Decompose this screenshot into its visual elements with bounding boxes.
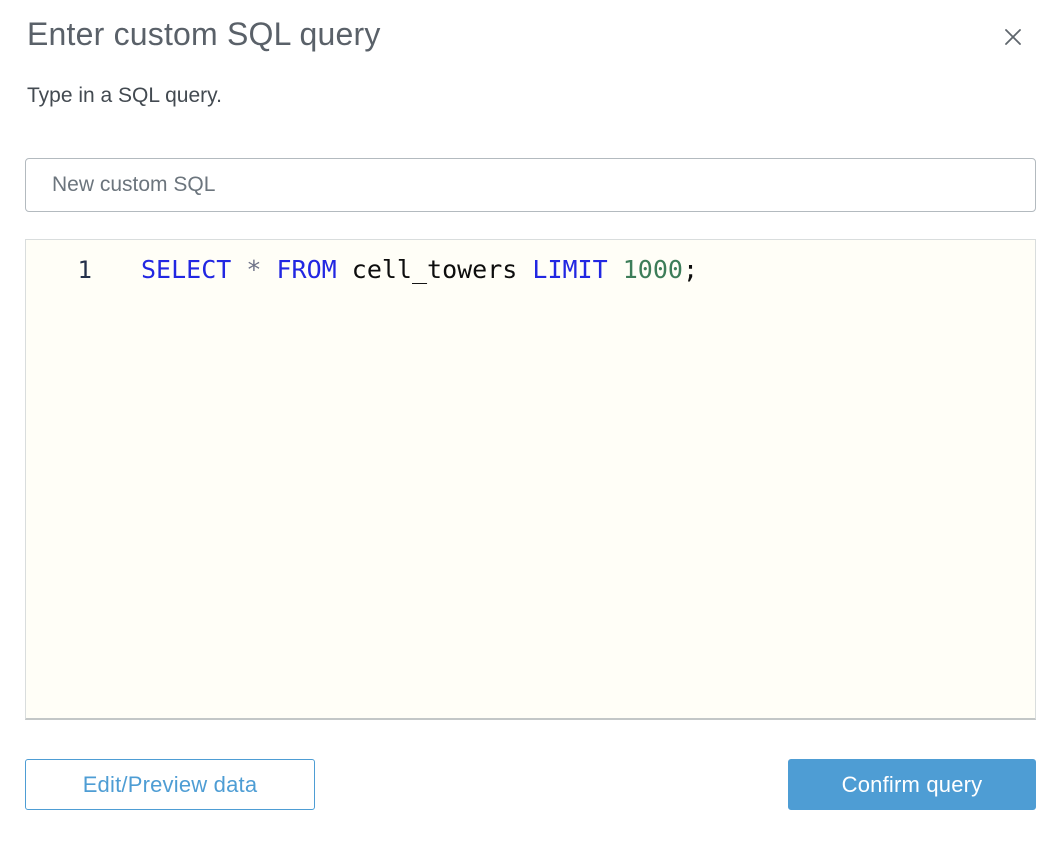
confirm-query-button[interactable]: Confirm query	[788, 759, 1036, 810]
code-line: 1 SELECT * FROM cell_towers LIMIT 1000;	[26, 254, 1035, 286]
sql-token-space	[261, 255, 276, 284]
sql-code-editor[interactable]: 1 SELECT * FROM cell_towers LIMIT 1000;	[25, 239, 1036, 720]
edit-preview-data-button[interactable]: Edit/Preview data	[25, 759, 315, 810]
line-number: 1	[77, 256, 92, 284]
close-icon	[1002, 29, 1024, 51]
sql-query-text: SELECT * FROM cell_towers LIMIT 1000;	[141, 254, 698, 286]
dialog-footer: Edit/Preview data Confirm query	[25, 759, 1036, 810]
sql-token-number: 1000	[622, 255, 683, 284]
sql-token-space	[231, 255, 246, 284]
close-button[interactable]	[998, 22, 1028, 52]
sql-token-keyword: FROM	[276, 255, 337, 284]
sql-token-space	[608, 255, 623, 284]
dialog-header: Enter custom SQL query	[25, 0, 1036, 53]
sql-token-operator: *	[246, 255, 262, 284]
sql-token-semicolon: ;	[682, 255, 698, 284]
sql-token-identifier: cell_towers	[336, 255, 533, 284]
page-title: Enter custom SQL query	[27, 16, 381, 52]
sql-token-keyword: LIMIT	[532, 255, 608, 284]
sql-token-keyword: SELECT	[141, 255, 232, 284]
dialog-subtitle: Type in a SQL query.	[27, 84, 222, 107]
sql-name-input[interactable]	[25, 158, 1036, 212]
